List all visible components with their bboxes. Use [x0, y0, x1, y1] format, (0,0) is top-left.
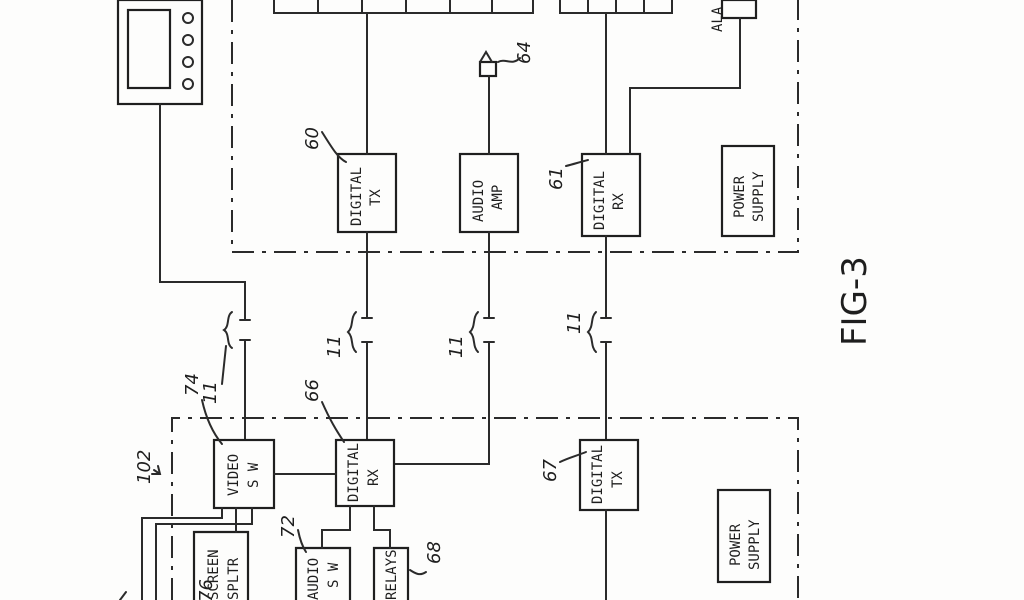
- remote-unit-enclosure: [231, 0, 799, 253]
- wire-61-alarm: [629, 17, 741, 155]
- power-supply-bottom-line2: SUPPLY: [747, 519, 763, 570]
- video-sw-line1: VIDEO: [226, 454, 242, 496]
- digital-tx-60-line1: DIGITAL: [349, 167, 365, 226]
- ref-68: 68: [424, 541, 445, 564]
- ref-67: 67: [540, 459, 561, 482]
- screen-spltr-block: [192, 530, 250, 600]
- ref-66: 66: [302, 379, 323, 402]
- relays-label: RELAYS: [384, 549, 400, 600]
- partial-leader-edge: [119, 591, 127, 600]
- screen-spltr-line1: SCREEN: [206, 549, 222, 600]
- ref-76: 76: [196, 579, 217, 600]
- leader-72: [297, 529, 307, 553]
- ref-74: 74: [182, 373, 203, 396]
- leader-60: [321, 131, 347, 163]
- wire-monitor-down: [159, 103, 246, 321]
- ref-61: 61: [546, 167, 567, 190]
- ref-72: 72: [278, 515, 299, 538]
- leader-102: [151, 465, 162, 475]
- figure-label: FIG-3: [835, 256, 875, 346]
- digital-tx-60-line2: TX: [368, 189, 384, 206]
- audio-amp-line2: AMP: [490, 185, 506, 210]
- audio-amp-line1: AUDIO: [471, 180, 487, 222]
- digital-rx-66-block: [334, 438, 396, 508]
- ref-102: 102: [134, 450, 155, 484]
- video-sw-line2: S W: [246, 462, 262, 488]
- digital-tx-60-block: [336, 152, 398, 234]
- audio-sw-line1: AUDIO: [306, 558, 322, 600]
- ref-11-a: 11: [200, 381, 221, 404]
- screen-spltr-line2: SPLTR: [226, 557, 242, 600]
- power-supply-bottom-block: [716, 488, 772, 584]
- leader-74: [201, 399, 223, 445]
- audio-sw-line2: S W: [326, 562, 342, 588]
- audio-amp-block: [458, 152, 520, 234]
- video-sw-block: [212, 438, 276, 510]
- leader-67: [559, 451, 587, 463]
- leader-11-a: [221, 345, 227, 385]
- ref-11-c: 11: [446, 335, 467, 358]
- digital-rx-61-block: [580, 152, 642, 238]
- wire-rx66-to-audiosw: [321, 505, 351, 549]
- power-supply-bottom-line1: POWER: [728, 523, 744, 566]
- digital-tx-67-line2: TX: [610, 471, 626, 488]
- digital-tx-67-line1: DIGITAL: [590, 445, 606, 504]
- digital-rx-61-line1: DIGITAL: [592, 171, 608, 230]
- digital-rx-66-line1: DIGITAL: [346, 443, 362, 502]
- digital-tx-67-block: [578, 438, 640, 512]
- top-connector-strip-right: [559, 0, 673, 14]
- power-supply-top-line2: SUPPLY: [751, 171, 767, 222]
- digital-rx-66-line2: RX: [366, 469, 382, 486]
- power-supply-top-line1: POWER: [732, 175, 748, 218]
- leader-68: [409, 569, 427, 576]
- cable-break-markers: [222, 311, 612, 353]
- speaker-icon: [478, 50, 498, 78]
- digital-rx-61-line2: RX: [611, 193, 627, 210]
- wire-video-left-2: [155, 507, 253, 600]
- leader-61: [565, 159, 589, 167]
- power-supply-top-block: [720, 144, 776, 238]
- top-connector-strip-left: [273, 0, 534, 14]
- monitor-device: [116, 0, 204, 106]
- cable-audio: [393, 231, 490, 465]
- wire-video-left-1: [141, 507, 223, 600]
- ref-11-d: 11: [564, 311, 585, 334]
- alarm-label: ALA: [710, 6, 726, 32]
- local-unit-enclosure: [171, 417, 799, 600]
- ref-11-b: 11: [324, 335, 345, 358]
- wire-rx66-to-relays: [373, 505, 391, 549]
- leader-64: [497, 57, 521, 63]
- ref-60: 60: [302, 127, 323, 150]
- alarm-block-partial: [720, 0, 758, 20]
- leader-66: [321, 401, 345, 443]
